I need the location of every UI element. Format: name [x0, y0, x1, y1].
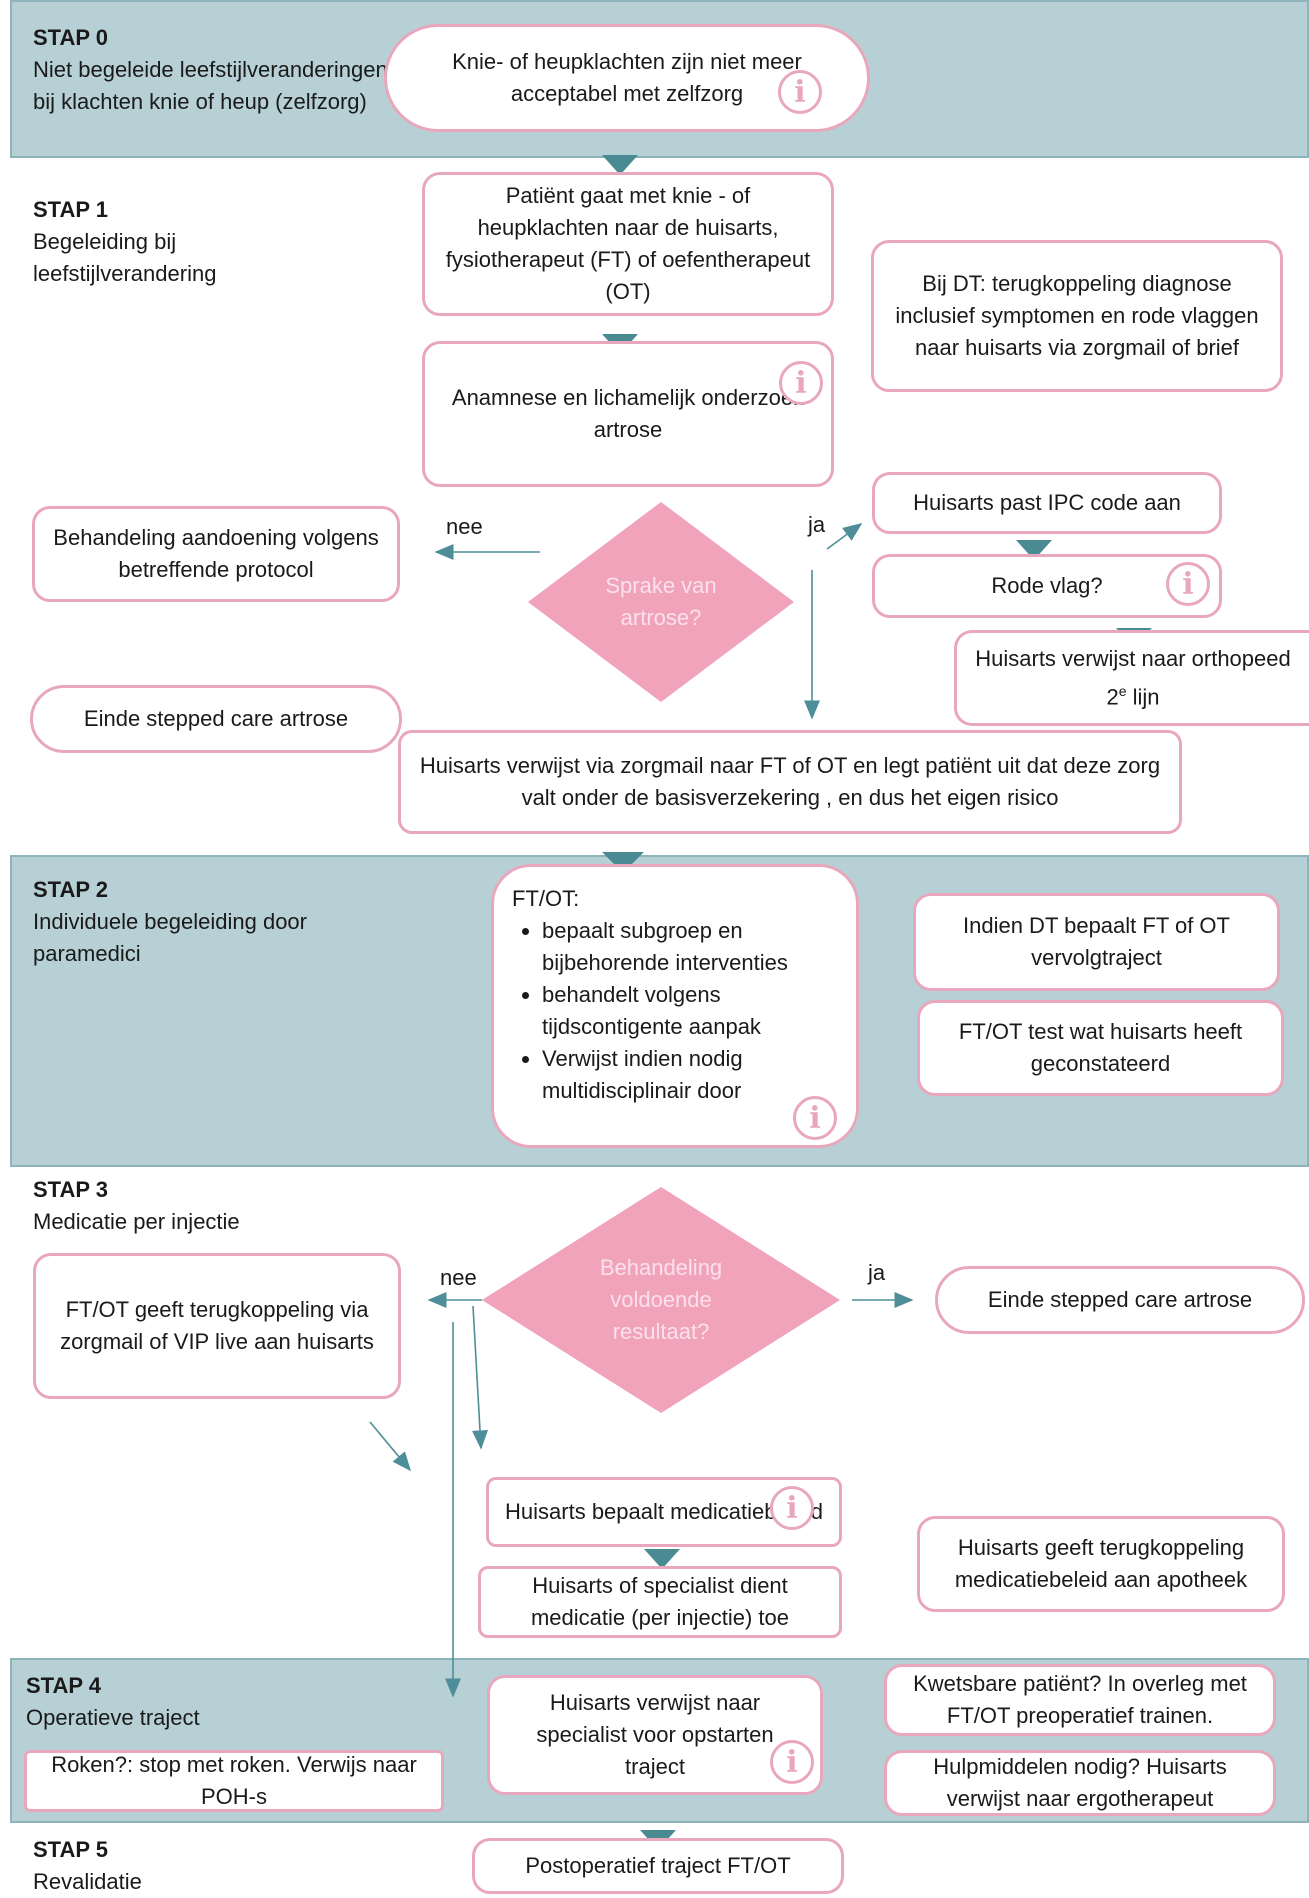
- step2-label: STAP 2 Individuele begeleiding door para…: [33, 874, 363, 970]
- aids-text: Hulpmiddelen nodig? Huisarts verwijst na…: [933, 1754, 1227, 1811]
- end-node-1: Einde stepped care artrose: [30, 685, 402, 753]
- decision-result-text: Behandeling voldoende resultaat?: [599, 1255, 723, 1344]
- info-icon[interactable]: i: [779, 361, 823, 405]
- step-number: STAP 5: [33, 1837, 108, 1862]
- list-item: behandelt volgens tijdscontigente aanpak: [542, 979, 838, 1043]
- ipc-code-text: Huisarts past IPC code aan: [913, 490, 1181, 515]
- smoking-node: Roken?: stop met roken. Verwijs naar POH…: [24, 1750, 444, 1812]
- red-flag-text: Rode vlag?: [991, 573, 1103, 598]
- patient-visit-node: Patiënt gaat met knie - of heupklachten …: [422, 172, 834, 316]
- step-description: Operatieve traject: [26, 1705, 200, 1730]
- smoking-text: Roken?: stop met roken. Verwijs naar POH…: [51, 1752, 417, 1809]
- info-icon[interactable]: i: [778, 70, 822, 114]
- ftot-feedback-text: FT/OT geeft terugkoppeling via zorgmail …: [60, 1297, 374, 1354]
- refer-orthopedic-node: Huisarts verwijst naar orthopeed 2e lijn: [954, 630, 1309, 726]
- ftot-plan-node: FT/OT: bepaalt subgroep en bijbehorende …: [491, 864, 859, 1148]
- arrowhead-triangle: [602, 852, 644, 873]
- dt-feedback-text: Bij DT: terugkoppeling diagnose inclusie…: [895, 271, 1259, 360]
- refer-specialist-text: Huisarts verwijst naar specialist voor o…: [536, 1690, 774, 1779]
- step4-label: STAP 4 Operatieve traject: [26, 1670, 356, 1734]
- info-icon[interactable]: i: [770, 1486, 814, 1530]
- arrow-ja: [826, 523, 863, 550]
- dt-followup-text: Indien DT bepaalt FT of OT vervolgtrajec…: [963, 913, 1230, 970]
- ftot-feedback-node: FT/OT geeft terugkoppeling via zorgmail …: [33, 1253, 401, 1399]
- end-node-2-text: Einde stepped care artrose: [987, 1287, 1253, 1312]
- list-item: bepaalt subgroep en bijbehorende interve…: [542, 915, 838, 979]
- info-icon[interactable]: i: [793, 1096, 837, 1140]
- end-node-1-text: Einde stepped care artrose: [83, 706, 349, 731]
- postop-text: Postoperatief traject FT/OT: [525, 1853, 791, 1878]
- step-number: STAP 0: [33, 25, 108, 50]
- end-node-2: Einde stepped care artrose: [935, 1266, 1305, 1334]
- step-description: Medicatie per injectie: [33, 1209, 240, 1234]
- medication-admin-text: Huisarts of specialist dient medicatie (…: [530, 1573, 789, 1630]
- start-node-text: Knie- of heupklachten zijn niet meer acc…: [452, 49, 802, 106]
- vulnerable-text: Kwetsbare patiënt? In overleg met FT/OT …: [913, 1671, 1247, 1728]
- dt-feedback-node: Bij DT: terugkoppeling diagnose inclusie…: [871, 240, 1283, 392]
- pharmacy-feedback-text: Huisarts geeft terugkoppeling medicatieb…: [954, 1535, 1248, 1592]
- info-icon[interactable]: i: [770, 1740, 814, 1784]
- anamnese-text: Anamnese en lichamelijk onderzoek artros…: [451, 385, 805, 442]
- anamnese-node: Anamnese en lichamelijk onderzoek artros…: [422, 341, 834, 487]
- refer-specialist-node: Huisarts verwijst naar specialist voor o…: [487, 1675, 823, 1795]
- step-description: Niet begeleide leefstijlveranderingen bi…: [33, 57, 388, 114]
- other-protocol-node: Behandeling aandoening volgens betreffen…: [32, 506, 400, 602]
- refer-orthopedic-text: Huisarts verwijst naar orthopeed 2e lijn: [975, 645, 1291, 710]
- step-number: STAP 4: [26, 1673, 101, 1698]
- superscript: e: [1118, 682, 1127, 699]
- refer-ft-ot-text: Huisarts verwijst via zorgmail naar FT o…: [419, 753, 1161, 810]
- step1-label: STAP 1 Begeleiding bij leefstijlverander…: [33, 194, 313, 290]
- decision-artrose-text: Sprake van artrose?: [605, 573, 717, 630]
- info-icon[interactable]: i: [1166, 562, 1210, 606]
- medication-admin-node: Huisarts of specialist dient medicatie (…: [478, 1566, 842, 1638]
- red-flag-node: Rode vlag?: [872, 554, 1222, 618]
- ftot-title: FT/OT:: [512, 886, 580, 911]
- refer-ft-ot-node: Huisarts verwijst via zorgmail naar FT o…: [398, 730, 1182, 834]
- arrowhead-triangle: [602, 155, 638, 175]
- decision-diamond-result: [482, 1187, 840, 1413]
- arrow-diagonal: [369, 1421, 412, 1472]
- list-item: Verwijst indien nodig multidisciplinair …: [542, 1043, 838, 1107]
- decision-diamond-artrose: [528, 502, 794, 702]
- step-number: STAP 1: [33, 197, 108, 222]
- ftot-list: bepaalt subgroep en bijbehorende interve…: [512, 915, 838, 1107]
- step-number: STAP 2: [33, 877, 108, 902]
- ipc-code-node: Huisarts past IPC code aan: [872, 472, 1222, 534]
- ftot-test-node: FT/OT test wat huisarts heeft geconstate…: [917, 1000, 1284, 1096]
- step0-label: STAP 0 Niet begeleide leefstijlveranderi…: [33, 22, 393, 118]
- arrow-down-2: [472, 1305, 488, 1450]
- pharmacy-feedback-node: Huisarts geeft terugkoppeling medicatieb…: [917, 1516, 1285, 1612]
- step-description: Revalidatie: [33, 1869, 142, 1894]
- aids-node: Hulpmiddelen nodig? Huisarts verwijst na…: [884, 1750, 1276, 1816]
- label-nee-2: nee: [440, 1265, 477, 1290]
- step3-label: STAP 3 Medicatie per injectie: [33, 1174, 363, 1238]
- step-description: Begeleiding bij leefstijlverandering: [33, 229, 217, 286]
- label-nee: nee: [446, 514, 483, 539]
- label-ja-2: ja: [868, 1260, 886, 1285]
- postop-node: Postoperatief traject FT/OT: [472, 1838, 844, 1894]
- dt-followup-node: Indien DT bepaalt FT of OT vervolgtrajec…: [913, 893, 1280, 991]
- arrowhead-triangle: [644, 1549, 680, 1569]
- arrowhead-triangle: [1016, 540, 1052, 560]
- step-description: Individuele begeleiding door paramedici: [33, 909, 307, 966]
- step-number: STAP 3: [33, 1177, 108, 1202]
- medication-policy-text: Huisarts bepaalt medicatiebeleid: [505, 1499, 823, 1524]
- patient-visit-text: Patiënt gaat met knie - of heupklachten …: [445, 183, 811, 304]
- vulnerable-node: Kwetsbare patiënt? In overleg met FT/OT …: [884, 1664, 1276, 1736]
- ftot-test-text: FT/OT test wat huisarts heeft geconstate…: [958, 1019, 1243, 1076]
- other-protocol-text: Behandeling aandoening volgens betreffen…: [53, 525, 379, 582]
- step5-label: STAP 5 Revalidatie: [33, 1834, 363, 1898]
- start-node: Knie- of heupklachten zijn niet meer acc…: [384, 24, 870, 132]
- label-ja: ja: [808, 512, 826, 537]
